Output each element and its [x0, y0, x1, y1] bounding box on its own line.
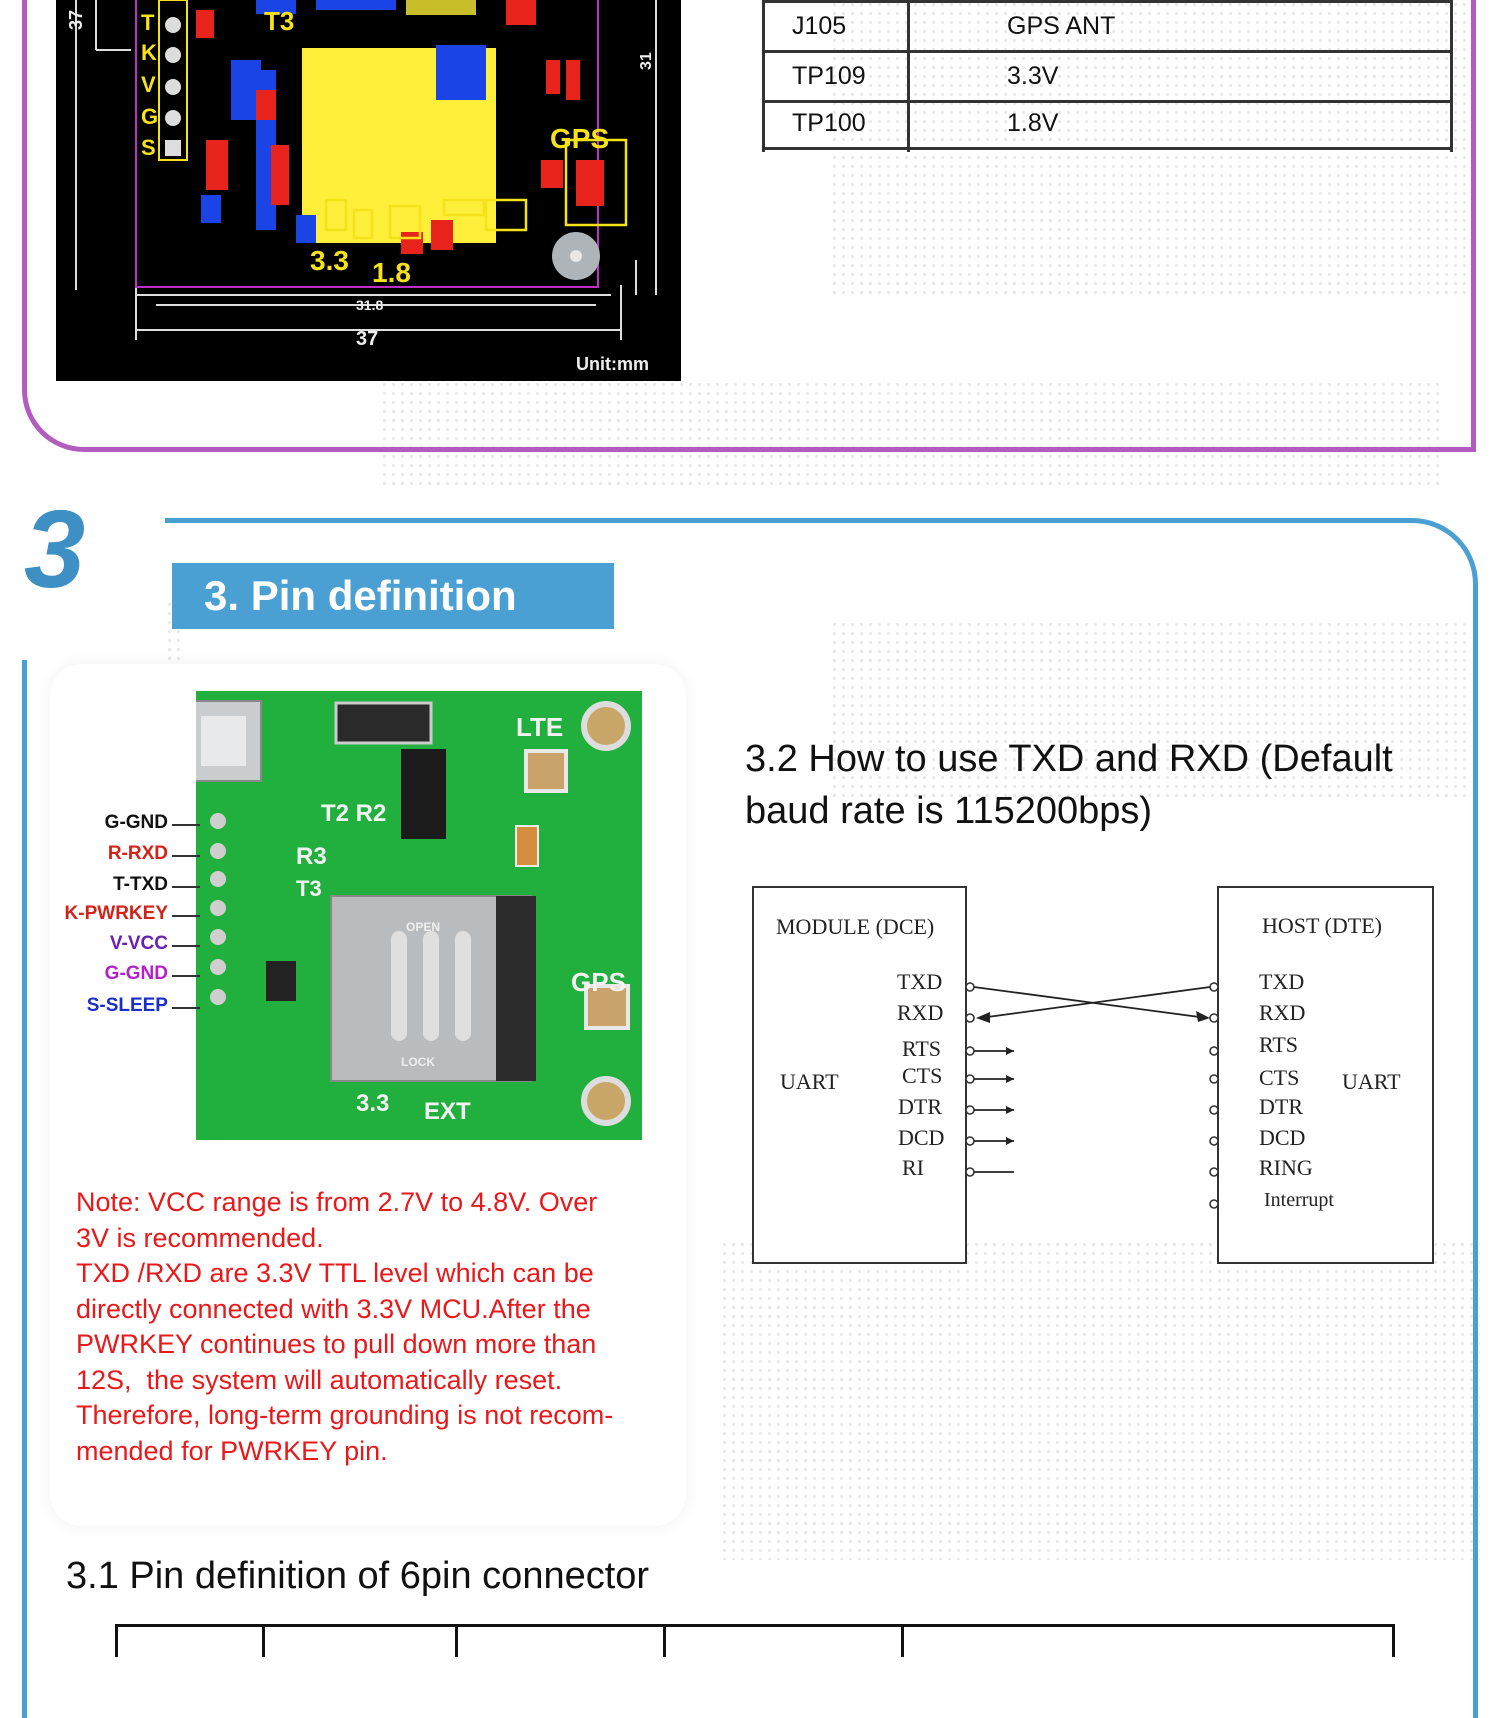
table-border: [1392, 1627, 1395, 1657]
pcb-label-t3: T3: [264, 6, 294, 36]
host-pin-txd: TXD: [1259, 969, 1304, 994]
pcb-pin-label: K: [141, 40, 157, 65]
table-row: [762, 0, 1453, 3]
table-row: J105 GPS ANT: [762, 3, 1453, 53]
connector-table: [115, 1624, 1395, 1657]
module-uart-label: UART: [780, 1069, 839, 1094]
pin-label-s-sleep: S-SLEEP: [86, 995, 168, 1016]
table-cell-function: 1.8V: [1007, 109, 1059, 137]
section-title: 3. Pin definition: [172, 563, 614, 629]
connector-heading: 3.1 Pin definition of 6pin connector: [66, 1555, 650, 1597]
table-cell-pin: TP109: [792, 62, 866, 90]
table-row: TP109 3.3V: [762, 53, 1453, 103]
module-pin-rts: RTS: [902, 1036, 941, 1061]
dim-37-vertical: 37: [66, 10, 86, 30]
table-cell-pin: TP100: [792, 109, 866, 137]
txd-rxd-heading: 3.2 How to use TXD and RXD (Default baud…: [745, 738, 1393, 832]
host-title: HOST (DTE): [1262, 913, 1382, 938]
silk-r2: T2 R2: [321, 800, 386, 827]
frame-corner-mask: [10, 505, 165, 660]
module-pin-dtr: DTR: [898, 1094, 942, 1119]
host-pin-cts: CTS: [1259, 1065, 1299, 1090]
module-pin-rxd: RXD: [897, 1000, 943, 1025]
vcc-note: Note: VCC range is from 2.7V to 4.8V. Ov…: [76, 1185, 666, 1469]
unit-label: Unit:mm: [576, 354, 649, 374]
pin-leader-lines: [172, 824, 200, 1009]
table-border: [663, 1627, 666, 1657]
silk-3v3: 3.3: [356, 1090, 389, 1117]
note-line: mended for PWRKEY pin.: [76, 1435, 388, 1466]
dim-31-8: 31.8: [356, 297, 383, 313]
table-cell-function: 3.3V: [1007, 62, 1059, 90]
silk-gps: GPS: [571, 967, 626, 997]
pcb-label-gps: GPS: [550, 123, 609, 154]
module-pin-cts: CTS: [902, 1063, 942, 1088]
table-border: [1450, 0, 1453, 152]
host-pin-dtr: DTR: [1259, 1094, 1303, 1119]
background-map-texture: [380, 380, 1440, 490]
dim-37-horizontal: 37: [356, 328, 378, 350]
silk-lock: LOCK: [401, 1055, 435, 1069]
host-pin-interrupt: Interrupt: [1264, 1189, 1334, 1211]
pin-label-t-txd: T-TXD: [113, 874, 168, 895]
silk-ext: EXT: [424, 1098, 471, 1125]
pcb-pin-label: T: [141, 10, 155, 35]
pin-label-g-gnd: G-GND: [104, 812, 168, 833]
pcb-label-3v3: 3.3: [310, 245, 349, 276]
table-border: [115, 1627, 118, 1657]
background-map-texture: [830, 620, 1470, 800]
module-pin-ri: RI: [902, 1155, 924, 1180]
pcb-dimension-drawing: T K V G S T3 GPS 3.3 1.8 37 31 31.8 37 U…: [56, 0, 681, 381]
uart-connection-diagram: MODULE (DCE) HOST (DTE) UART UART TXD RX…: [752, 886, 1442, 1271]
silk-open: OPEN: [406, 920, 440, 934]
host-pin-ring: RING: [1259, 1155, 1313, 1180]
pin-function-table: J105 GPS ANT TP109 3.3V TP100 1.8V: [762, 0, 1453, 152]
pin-label-k-pwrkey: K-PWRKEY: [64, 903, 168, 924]
table-border: [907, 0, 910, 152]
silk-t3: T3: [296, 876, 322, 901]
table-cell-function: GPS ANT: [1007, 12, 1116, 40]
module-pin-txd: TXD: [897, 969, 942, 994]
table-cell-pin: J105: [792, 12, 847, 40]
table-border: [455, 1627, 458, 1657]
section-number: 3: [24, 488, 86, 611]
silk-lte: LTE: [516, 712, 563, 742]
host-pin-rts: RTS: [1259, 1032, 1298, 1057]
note-line: Therefore, long-term grounding is not re…: [76, 1400, 614, 1430]
background-map-texture: [720, 1240, 1480, 1560]
table-border: [901, 1627, 904, 1657]
note-line: TXD /RXD are 3.3V TTL level which can be: [76, 1258, 594, 1288]
host-uart-label: UART: [1342, 1069, 1401, 1094]
note-line: 12S, the system will automatically reset…: [76, 1364, 563, 1395]
module-board-photo: LTE GPS 3.3 EXT T2 R2 R3 T3 OPEN LOCK: [185, 691, 642, 1140]
note-line: PWRKEY continues to pull down more than: [76, 1329, 597, 1359]
module-pin-dcd: DCD: [898, 1125, 944, 1150]
table-row: TP100 1.8V: [762, 100, 1453, 150]
section2-frame: [22, 0, 1476, 452]
section3-left-border: [22, 660, 27, 1660]
pin-label-g-gnd-2: G-GND: [104, 963, 168, 984]
host-pin-dcd: DCD: [1259, 1125, 1305, 1150]
pin-label-v-vcc: V-VCC: [109, 933, 168, 954]
silk-r3: R3: [296, 843, 327, 870]
module-title: MODULE (DCE): [776, 914, 934, 939]
pcb-pin-label: V: [141, 72, 156, 97]
dim-31-vertical: 31: [638, 52, 655, 70]
table-border: [762, 0, 765, 152]
pcb-label-1v8: 1.8: [372, 257, 411, 288]
pcb-pin-label: S: [141, 135, 156, 160]
note-line: 3V is recommended.: [76, 1222, 324, 1253]
host-pin-rxd: RXD: [1259, 1000, 1305, 1025]
pin-label-r-rxd: R-RXD: [107, 843, 168, 864]
table-border: [262, 1627, 265, 1657]
pcb-pin-label: G: [141, 104, 158, 129]
note-line: Note: VCC range is from 2.7V to 4.8V. Ov…: [76, 1187, 598, 1217]
note-line: directly connected with 3.3V MCU.After t…: [76, 1293, 591, 1324]
